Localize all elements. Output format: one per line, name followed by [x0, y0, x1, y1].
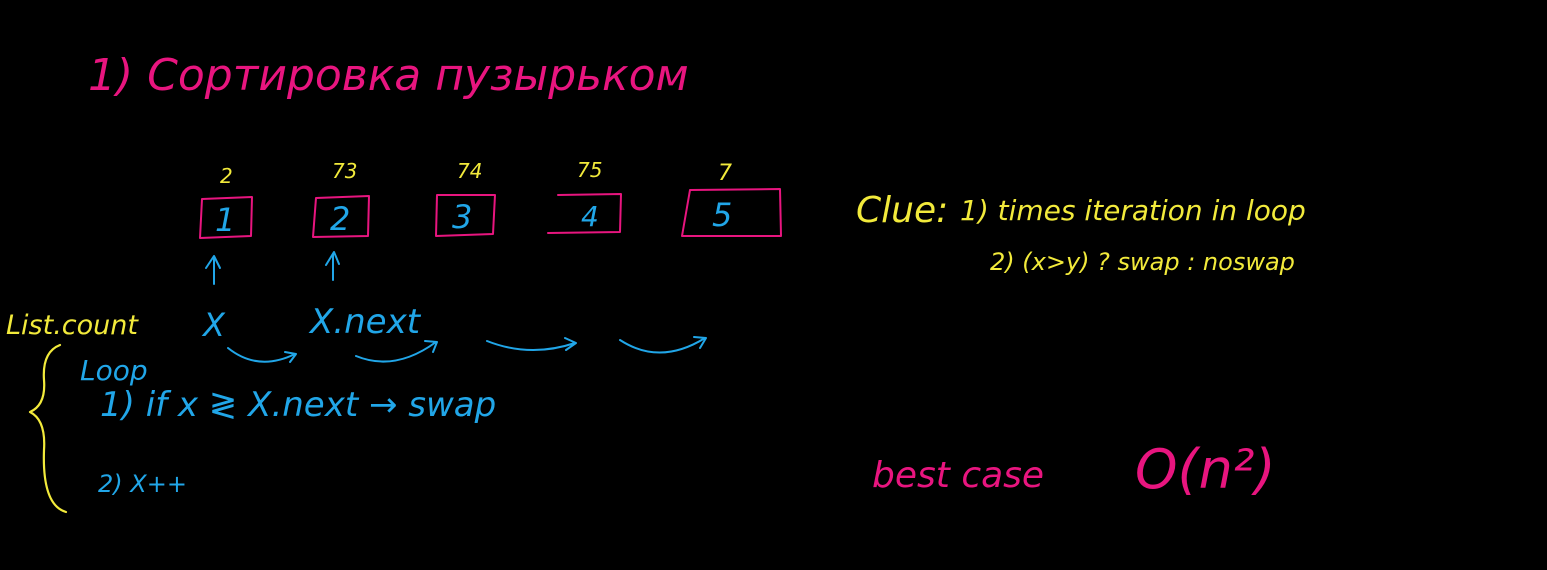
pointer-x-next-label: X.next: [308, 302, 422, 342]
array-box-1: [199, 196, 253, 239]
loop-step-2: 2) X++: [98, 470, 187, 498]
array-box-2: [312, 195, 370, 238]
clue-label: Clue:: [856, 190, 948, 231]
pointer-x-label: X: [201, 306, 226, 344]
array-box-5: [681, 188, 782, 237]
list-count-label: List.count: [6, 310, 139, 341]
up-arrow-icon: [325, 251, 340, 281]
loop-step-1: 1) if x ≷ X.next → swap: [100, 385, 496, 425]
loop-label: Loop: [80, 354, 148, 387]
array-cell-value: 3: [452, 198, 472, 236]
array-cell-above: 2: [220, 164, 233, 188]
array-cell-value: 2: [330, 200, 350, 238]
array-cell-above: 74: [457, 159, 482, 183]
loop-brace: [28, 343, 68, 514]
array-box-3: [435, 194, 496, 237]
array-cell-above: 7: [718, 161, 732, 186]
array-cell-above: 75: [577, 158, 602, 182]
curved-arrow-icon: [486, 337, 577, 351]
up-arrow-icon: [205, 255, 221, 285]
curved-arrow-icon: [355, 340, 438, 363]
array: 1 2 3 4 5 2 73 74 75 7: [199, 158, 782, 239]
curved-arrow-icon: [619, 336, 707, 354]
complexity-value: O(n²): [1135, 438, 1276, 501]
array-cell-value: 1: [215, 201, 235, 239]
array-cell-value: 5: [712, 196, 732, 234]
pointer-arrows: [205, 251, 340, 285]
array-cell-above: 73: [332, 159, 357, 183]
array-box-4: [547, 193, 622, 234]
curved-arrow-icon: [227, 347, 297, 363]
clue-line-2: 2) (x>y) ? swap : noswap: [990, 248, 1295, 276]
complexity-label: best case: [872, 455, 1044, 496]
transition-arrows: [227, 336, 707, 363]
title: 1) Сортировка пузырьком: [88, 50, 689, 101]
clue-line-1: 1) times iteration in loop: [960, 194, 1306, 227]
array-cell-value: 4: [581, 200, 599, 233]
